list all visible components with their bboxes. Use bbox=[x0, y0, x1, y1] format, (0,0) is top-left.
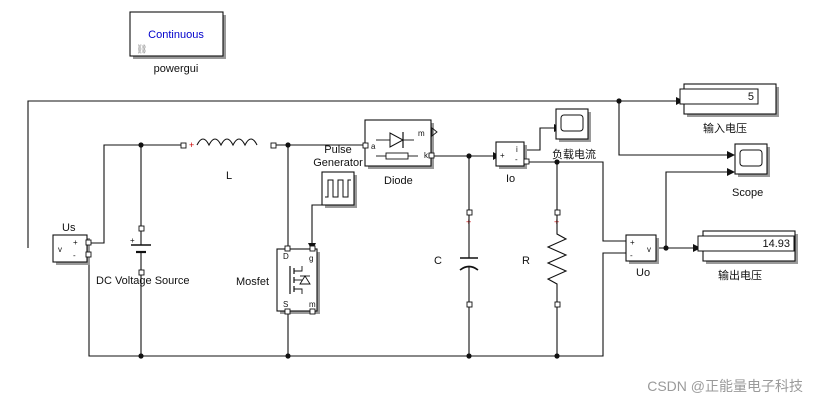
uo-label: Uo bbox=[636, 267, 650, 279]
load-current-scope[interactable] bbox=[555, 108, 591, 142]
capacitor-label: C bbox=[434, 255, 442, 267]
pulse-generator[interactable] bbox=[321, 171, 357, 208]
io-port-plus: + bbox=[500, 151, 505, 160]
powergui-block[interactable]: Continuous ⛓ bbox=[129, 11, 226, 59]
watermark: CSDN @正能量电子科技 bbox=[647, 378, 803, 394]
dc-voltage-source[interactable]: + bbox=[130, 225, 151, 276]
wires bbox=[27, 100, 728, 357]
io-label: Io bbox=[506, 173, 515, 185]
io-port-minus: - bbox=[515, 155, 518, 164]
input-voltage-label: 输入电压 bbox=[703, 121, 747, 135]
input-voltage-display[interactable]: 5 bbox=[679, 83, 779, 117]
dc-plus-sign: + bbox=[130, 236, 135, 245]
diode-port-a: a bbox=[371, 142, 376, 151]
us-port-plus: + bbox=[73, 238, 78, 247]
diode-block[interactable]: a k m bbox=[362, 119, 438, 169]
capacitor-c[interactable]: + bbox=[459, 209, 479, 308]
load-current-label: 负载电流 bbox=[552, 147, 596, 161]
output-voltage-value: 14.93 bbox=[762, 238, 790, 250]
inductor-label: L bbox=[226, 170, 232, 182]
mosfet-port-s: S bbox=[283, 300, 288, 309]
pulse-generator-label-line2: Generator bbox=[313, 157, 363, 169]
uo-voltage-measurement[interactable]: + - v bbox=[625, 234, 659, 264]
inductor-polarity-mark: + bbox=[189, 140, 194, 150]
resistor-r[interactable]: + bbox=[546, 209, 568, 308]
diode-port-k: k bbox=[424, 151, 429, 160]
input-voltage-value: 5 bbox=[748, 91, 754, 103]
powergui-label: powergui bbox=[154, 63, 199, 75]
scope-block[interactable] bbox=[734, 143, 770, 177]
inductor-l[interactable]: + bbox=[180, 138, 277, 150]
io-port-i: i bbox=[516, 145, 518, 154]
mosfet-label: Mosfet bbox=[236, 276, 269, 288]
powergui-mode: Continuous bbox=[148, 29, 204, 41]
diode-label: Diode bbox=[384, 175, 413, 187]
us-label: Us bbox=[62, 222, 76, 234]
uo-port-minus: - bbox=[630, 251, 633, 260]
diode-port-m: m bbox=[418, 129, 425, 138]
mosfet-port-m: m bbox=[309, 300, 316, 309]
pulse-generator-label-line1: Pulse bbox=[324, 144, 352, 156]
output-voltage-label: 输出电压 bbox=[718, 268, 762, 282]
junction-dots bbox=[138, 98, 669, 359]
uo-port-v: v bbox=[647, 245, 651, 254]
mosfet-block[interactable]: D g S m bbox=[276, 245, 320, 315]
io-current-measurement[interactable]: + i - bbox=[495, 141, 530, 169]
uo-port-plus: + bbox=[630, 238, 635, 247]
output-voltage-display[interactable]: 14.93 bbox=[697, 230, 798, 264]
dc-source-label: DC Voltage Source bbox=[96, 275, 190, 287]
us-port-minus: - bbox=[73, 251, 76, 260]
resistor-label: R bbox=[522, 255, 530, 267]
mosfet-port-d: D bbox=[283, 252, 289, 261]
us-voltage-measurement[interactable]: v + - bbox=[52, 234, 92, 265]
mosfet-port-g: g bbox=[309, 254, 313, 263]
scope-label: Scope bbox=[732, 187, 763, 199]
link-icon: ⛓ bbox=[136, 44, 147, 54]
us-port-v: v bbox=[58, 245, 62, 254]
